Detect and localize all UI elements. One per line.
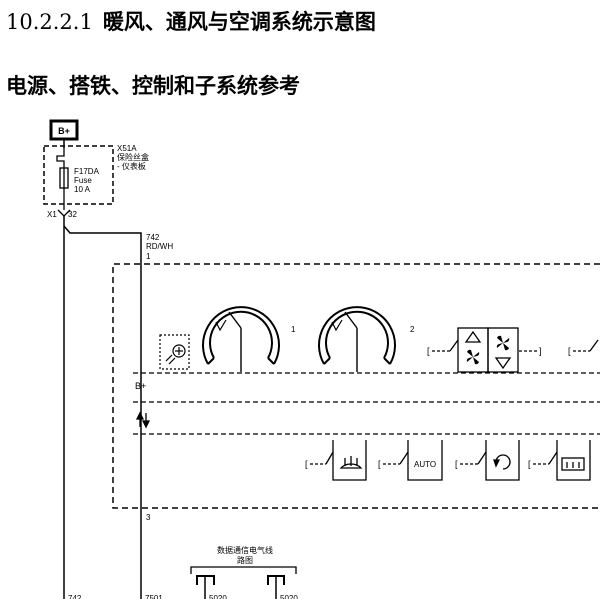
section-title: 10.2.2.1 暖风、通风与空调系统示意图 xyxy=(6,6,376,36)
connector-id: X1 xyxy=(47,210,57,219)
fuse-block-id: X51A xyxy=(117,144,137,153)
wire-circuit: 742 xyxy=(146,233,160,242)
bottom-wire-label-4: 5020 xyxy=(280,594,298,599)
svg-text:[: [ xyxy=(528,459,531,469)
temperature-knob-icon xyxy=(202,306,280,372)
subtitle: 电源、搭铁、控制和子系统参考 xyxy=(6,74,300,98)
wire-color: RD/WH xyxy=(146,242,173,251)
power-label: B+ xyxy=(58,126,70,136)
svg-text:[: [ xyxy=(568,346,571,356)
fuse-lead-top xyxy=(56,148,65,168)
module-bplus-label: B+ xyxy=(135,381,146,391)
fuse-block-name-1: 保险丝盒 xyxy=(117,152,149,162)
fan-switch-group: [ ] [ xyxy=(427,327,599,373)
module-outline xyxy=(112,263,600,509)
bottom-wire-label-1: 742 xyxy=(68,594,82,599)
knob-1-label: 1 xyxy=(291,325,296,334)
blower-knob-icon xyxy=(318,306,396,372)
rear-defrost-switch: [ xyxy=(528,440,591,481)
fuse-word: Fuse xyxy=(74,176,92,185)
svg-text:[: [ xyxy=(427,346,430,356)
illumination-sensor-icon xyxy=(159,334,190,370)
data-line-label-1: 数据通信电气线 xyxy=(217,545,273,555)
section-title-text: 暖风、通风与空调系统示意图 xyxy=(102,10,376,34)
bottom-wire-label-3: 5020 xyxy=(209,594,227,599)
data-line-label-2: 路图 xyxy=(237,555,253,565)
section-number: 10.2.2.1 xyxy=(6,10,93,34)
auto-switch: [ xyxy=(378,440,443,481)
data-communication-icon xyxy=(135,411,151,429)
fuse-id: F17DA xyxy=(74,167,100,176)
auto-label: AUTO xyxy=(414,460,436,469)
svg-text:]: ] xyxy=(539,346,542,356)
svg-text:[: [ xyxy=(305,459,308,469)
module-pin-1: 1 xyxy=(146,252,151,261)
module-pin-3: 3 xyxy=(146,513,151,522)
svg-text:[: [ xyxy=(378,459,381,469)
fan-icon xyxy=(466,335,510,365)
data-line-bracket xyxy=(190,566,297,574)
branch-wire xyxy=(63,225,142,262)
knob-2-label: 2 xyxy=(410,325,415,334)
defrost-switch: [ xyxy=(305,440,367,481)
fuse-rating: 10 A xyxy=(74,185,91,194)
bottom-wire-label-2: 7501 xyxy=(145,594,163,599)
fuse-block-outline xyxy=(43,145,114,205)
fuse-block-name-2: - 仪表板 xyxy=(117,161,146,171)
svg-text:[: [ xyxy=(455,459,458,469)
recirculation-switch: [ xyxy=(455,440,520,481)
connector-pin: 32 xyxy=(68,210,77,219)
